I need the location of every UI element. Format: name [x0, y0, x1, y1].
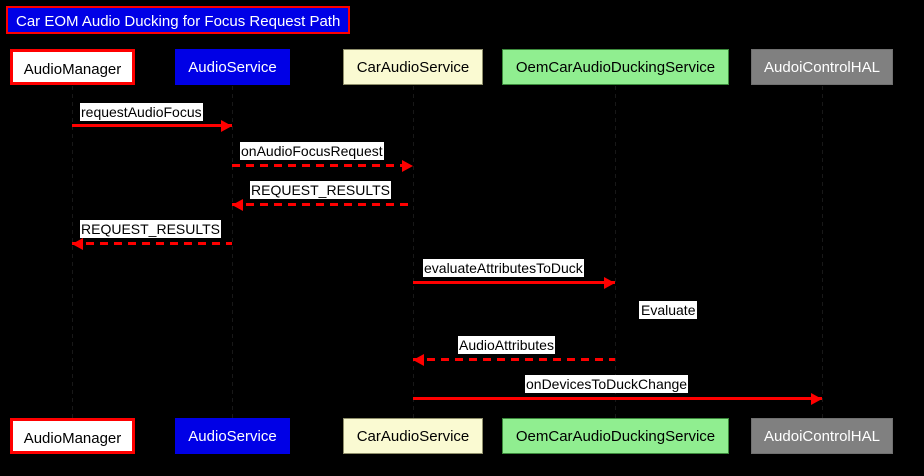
participant-top-audiomanager[interactable]: AudioManager [10, 49, 135, 85]
arrow-head-left-icon [232, 199, 243, 211]
message-line-3 [72, 242, 232, 245]
participant-top-audoicontrolhal[interactable]: AudoiControlHAL [751, 49, 893, 85]
message-label-5: AudioAttributes [458, 336, 555, 354]
arrow-head-right-icon [811, 393, 822, 405]
arrow-head-left-icon [413, 354, 424, 366]
message-label-3: REQUEST_RESULTS [80, 220, 221, 238]
arrow-head-right-icon [221, 120, 232, 132]
participant-bottom-oemcaraudioduckingservice[interactable]: OemCarAudioDuckingService [502, 418, 729, 454]
message-label-1: onAudioFocusRequest [240, 142, 384, 160]
arrow-head-right-icon [604, 277, 615, 289]
lifeline-audioservice [232, 86, 233, 418]
message-label-0: requestAudioFocus [80, 103, 203, 121]
lifeline-audoicontrolhal [822, 86, 823, 418]
lifeline-audiomanager [72, 86, 73, 418]
participant-bottom-caraudioservice[interactable]: CarAudioService [343, 418, 483, 454]
message-label-6: onDevicesToDuckChange [525, 375, 689, 393]
message-line-6 [413, 397, 822, 400]
arrow-head-right-icon [402, 160, 413, 172]
note-label-0: Evaluate [639, 301, 698, 319]
lifeline-oemcaraudioduckingservice [615, 86, 616, 418]
participant-top-caraudioservice[interactable]: CarAudioService [343, 49, 483, 85]
participant-top-oemcaraudioduckingservice[interactable]: OemCarAudioDuckingService [502, 49, 729, 85]
diagram-title: Car EOM Audio Ducking for Focus Request … [6, 6, 351, 34]
arrow-head-left-icon [72, 238, 83, 250]
message-label-2: REQUEST_RESULTS [250, 181, 391, 199]
message-line-5 [413, 358, 615, 361]
message-label-4: evaluateAttributesToDuck [423, 259, 584, 277]
message-line-0 [72, 124, 232, 127]
message-line-2 [232, 203, 413, 206]
participant-bottom-audiomanager[interactable]: AudioManager [10, 418, 135, 454]
message-line-4 [413, 281, 615, 284]
participant-bottom-audioservice[interactable]: AudioService [175, 418, 290, 454]
message-line-1 [232, 164, 413, 167]
participant-top-audioservice[interactable]: AudioService [175, 49, 290, 85]
participant-bottom-audoicontrolhal[interactable]: AudoiControlHAL [751, 418, 893, 454]
lifeline-caraudioservice [413, 86, 414, 418]
